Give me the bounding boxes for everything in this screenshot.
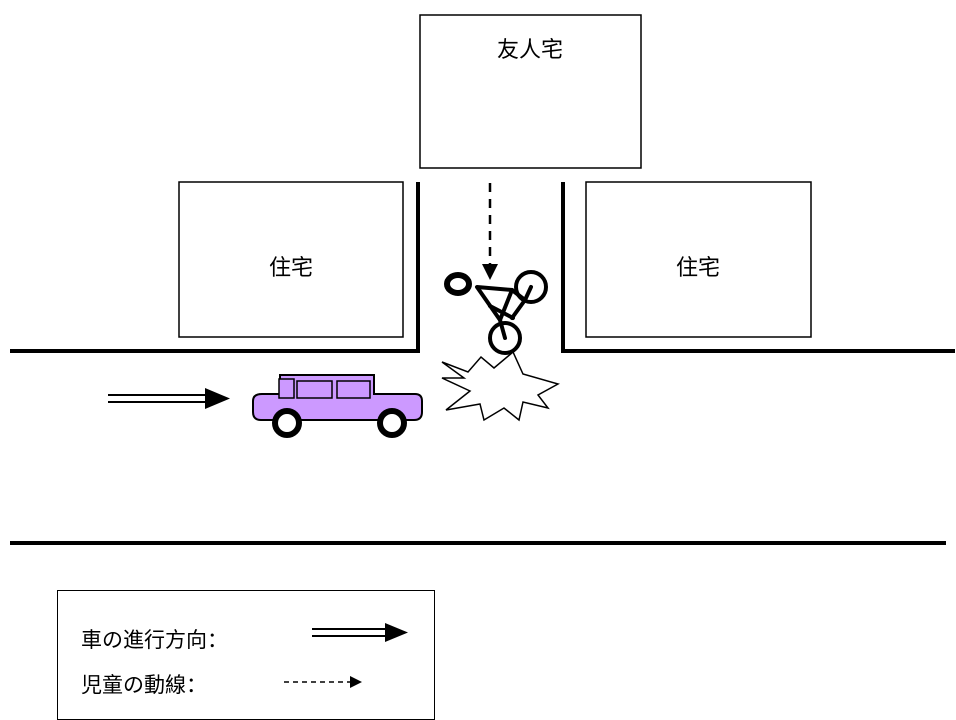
car-direction-arrow [108, 388, 230, 409]
house-left: 住宅 [178, 181, 404, 338]
car-icon [252, 374, 423, 438]
house-left-label: 住宅 [269, 256, 313, 281]
house-right-label: 住宅 [676, 256, 720, 281]
collision-burst-icon [441, 350, 560, 422]
legend-child-label: 児童の動線： [81, 673, 207, 697]
child-path-arrow [482, 183, 498, 280]
dashed-arrow-icon [284, 676, 362, 688]
double-arrow-icon [312, 623, 408, 642]
legend-row-car: 車の進行方向： [81, 624, 228, 654]
friend-house-label: 友人宅 [497, 38, 563, 63]
road-edge-upper-left [10, 182, 420, 353]
legend-car-label: 車の進行方向： [81, 628, 228, 652]
road-edge-upper-right [561, 182, 955, 353]
legend: 車の進行方向： 児童の動線： [57, 590, 435, 720]
road-edges [10, 182, 955, 545]
friend-house: 友人宅 [419, 14, 642, 169]
legend-row-child: 児童の動線： [81, 669, 207, 699]
accident-diagram: 友人宅 住宅 住宅 [10, 14, 955, 545]
house-right: 住宅 [585, 181, 812, 338]
bicycle-icon [444, 270, 548, 355]
